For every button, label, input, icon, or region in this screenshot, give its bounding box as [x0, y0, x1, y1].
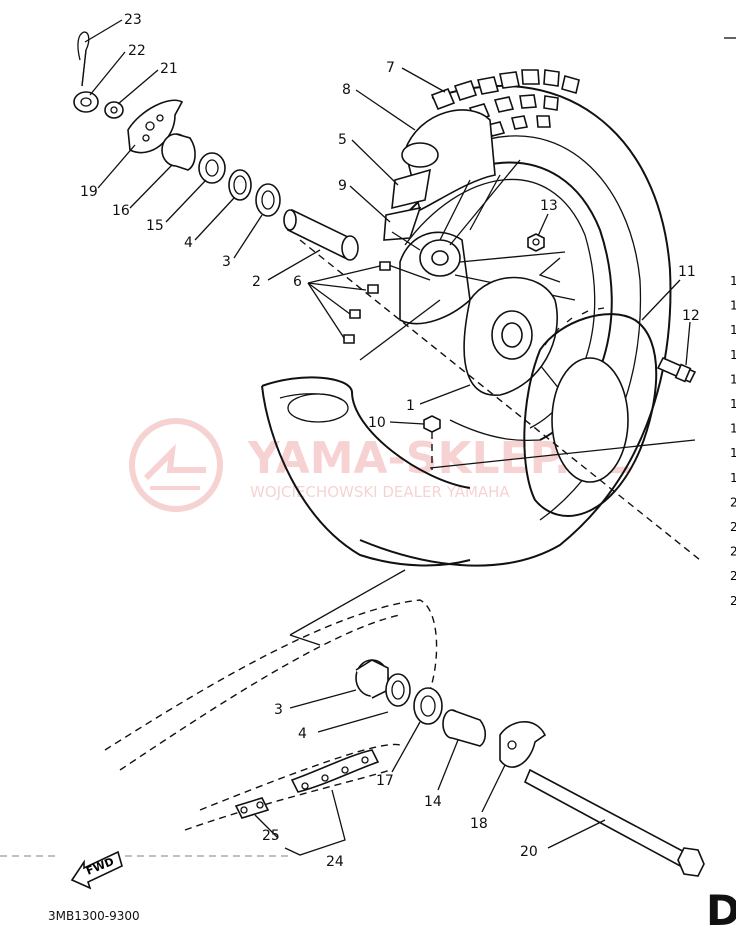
oil-seal-right	[413, 687, 443, 725]
chain-joint	[234, 797, 270, 819]
washer	[104, 101, 124, 119]
leader-lines	[84, 19, 691, 856]
callout-2: 2	[252, 274, 261, 290]
swingarm-outline	[104, 569, 438, 831]
bearing-right	[355, 659, 389, 699]
margin-number: 1	[730, 422, 736, 436]
corner-letter: D	[706, 886, 736, 933]
callout-16: 16	[112, 203, 130, 219]
spoke-nipples	[343, 261, 391, 344]
callout-18: 18	[470, 816, 488, 832]
margin-number: 2	[730, 594, 736, 608]
callout-22: 22	[128, 43, 146, 59]
margin-number: 1	[730, 274, 736, 288]
axle-nut	[73, 91, 99, 113]
circlip-left	[228, 169, 252, 201]
callout-1: 1	[406, 398, 415, 414]
chain-puller-right	[499, 721, 547, 768]
sprocket-bolt	[656, 356, 697, 384]
margin-number: 2	[730, 520, 736, 534]
drive-chain	[290, 749, 380, 793]
callout-19: 19	[80, 184, 98, 200]
margin-number: 1	[730, 323, 736, 337]
callout-21: 21	[160, 61, 178, 77]
callout-20: 20	[520, 844, 538, 860]
callout-3-top: 3	[222, 254, 231, 270]
watermark-tagline: WOJCIECHOWSKI DEALER YAMAHA	[250, 483, 510, 501]
collar-left	[161, 133, 196, 171]
callout-3-bottom: 3	[274, 702, 283, 718]
yamaha-logo-icon	[129, 418, 223, 512]
collar-right	[442, 709, 487, 747]
margin-number: 1	[730, 471, 736, 485]
chain-puller-left	[127, 99, 184, 154]
margin-number: 2	[730, 569, 736, 583]
circlip-right	[385, 673, 411, 707]
callout-4-bottom: 4	[298, 726, 307, 742]
callout-4-top: 4	[184, 235, 193, 251]
fwd-arrow-icon: FWD	[70, 850, 123, 890]
callout-labels: 23 22 21 19 16 15 4 3 2 6 7 8 5 9 13 11 …	[80, 12, 700, 870]
oil-seal-left	[198, 152, 226, 184]
callout-5: 5	[338, 132, 347, 148]
callout-12: 12	[682, 308, 700, 324]
callout-15: 15	[146, 218, 164, 234]
rear-sprocket	[523, 307, 658, 517]
drawing-code: 3MB1300-9300	[48, 909, 140, 923]
margin-number: 2	[730, 545, 736, 559]
callout-10: 10	[368, 415, 386, 431]
tread-lugs	[430, 69, 580, 137]
bearing-left	[255, 183, 281, 217]
callout-13: 13	[540, 198, 558, 214]
valve-nut	[423, 415, 441, 470]
tire	[261, 69, 672, 567]
margin-number: 1	[730, 372, 736, 386]
callout-23: 23	[124, 12, 142, 28]
callout-24: 24	[326, 854, 344, 870]
sprocket-hub-flange	[463, 276, 558, 396]
callout-6: 6	[293, 274, 302, 290]
spacer	[283, 208, 359, 261]
margin-number: 2	[730, 495, 736, 509]
callout-9: 9	[338, 178, 347, 194]
callout-25: 25	[262, 828, 280, 844]
right-margin-list: 1 1 1 1 1 1 1 1 1 2 2 2 2 2	[730, 274, 736, 608]
callout-14: 14	[424, 794, 442, 810]
callout-11: 11	[678, 264, 696, 280]
margin-number: 1	[730, 299, 736, 313]
axle	[523, 768, 705, 877]
callout-8: 8	[342, 82, 351, 98]
margin-number: 1	[730, 446, 736, 460]
sprocket-nut	[527, 233, 545, 252]
callout-17: 17	[376, 773, 394, 789]
tube	[383, 109, 496, 241]
margin-number: 1	[730, 397, 736, 411]
cotter-pin	[77, 31, 90, 87]
margin-number: 1	[730, 348, 736, 362]
axle-centerline	[299, 239, 701, 561]
callout-7: 7	[386, 60, 395, 76]
